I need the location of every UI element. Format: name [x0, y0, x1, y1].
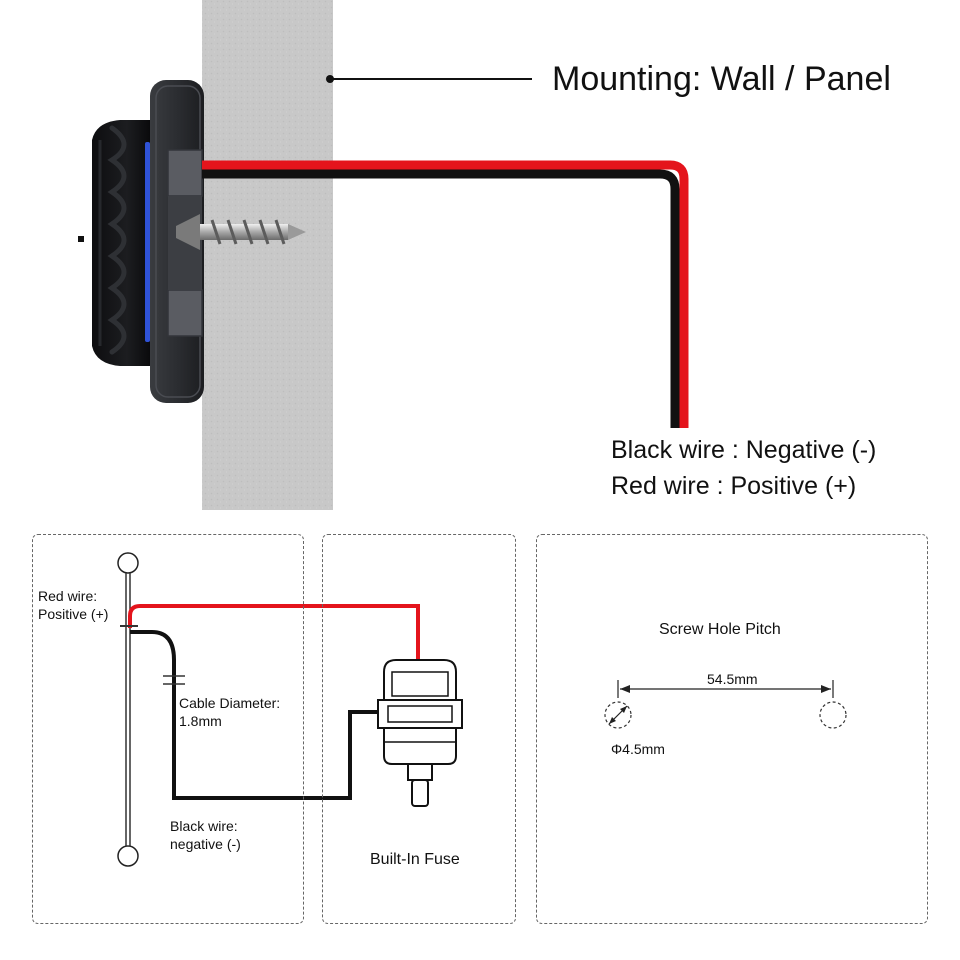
black-wire-label-line1: Black wire:	[170, 818, 238, 834]
wire-pair	[202, 160, 689, 428]
schematic-black-wire	[130, 630, 378, 800]
screw-hole-left	[604, 701, 632, 729]
cable-diameter-label-line1: Cable Diameter:	[179, 695, 281, 711]
mounting-label: Mounting: Wall / Panel	[552, 60, 891, 98]
red-wire-label-line2: Positive (+)	[38, 606, 109, 622]
terminal-top	[117, 552, 139, 574]
screw-hole-pitch-title: Screw Hole Pitch	[659, 621, 781, 638]
screw-pitch-drawing	[604, 680, 847, 729]
wiring-panel-box	[32, 534, 304, 924]
red-wire-legend: Red wire : Positive (+)	[611, 472, 857, 500]
pitch-value: 54.5mm	[707, 671, 758, 687]
fuse-holder	[377, 659, 463, 807]
red-wire-label-line1: Red wire:	[38, 588, 98, 604]
screw-panel-box	[536, 534, 928, 924]
terminal-bottom	[117, 845, 139, 867]
wall-panel	[202, 0, 333, 510]
screw-hole-right	[819, 701, 847, 729]
wiring-schematic	[117, 552, 463, 867]
leader-dot	[326, 75, 334, 83]
blue-indicator-ring	[145, 142, 150, 342]
black-wire-legend: Black wire : Negative (-)	[611, 436, 877, 464]
hole-diameter-value: Φ4.5mm	[611, 741, 665, 757]
cable-diameter-label-line2: 1.8mm	[179, 713, 222, 729]
fuse-panel-box	[322, 534, 516, 924]
mounting-illustration	[78, 0, 689, 510]
mounting-screw	[176, 214, 306, 250]
built-in-fuse-label: Built-In Fuse	[370, 851, 460, 868]
schematic-red-wire	[128, 604, 420, 662]
black-wire-label-line2: negative (-)	[170, 836, 241, 852]
